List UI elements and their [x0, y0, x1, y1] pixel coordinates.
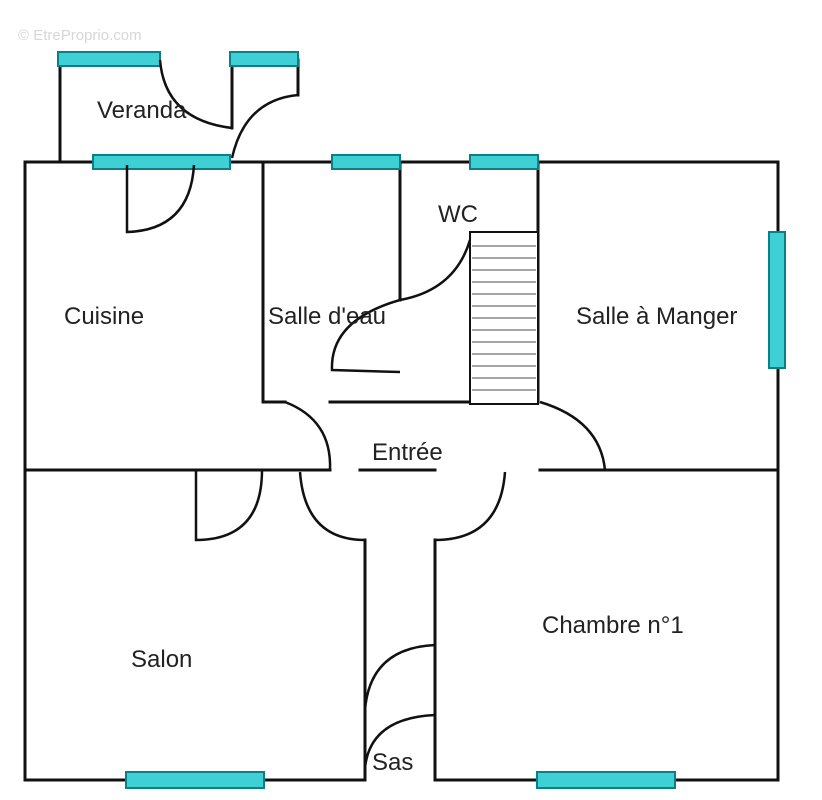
doors [125, 164, 607, 769]
window-salle-manger [768, 231, 786, 369]
room-label-cuisine: Cuisine [64, 303, 144, 330]
window-cuisine [92, 154, 231, 170]
room-label-entree: Entrée [372, 439, 443, 466]
room-label-wc: WC [438, 201, 478, 228]
room-label-sas: Sas [372, 749, 413, 776]
room-label-veranda: Veranda [97, 97, 187, 124]
room-label-salon: Salon [131, 646, 192, 673]
room-label-salle-manger: Salle à Manger [576, 303, 737, 330]
window-veranda-left [57, 51, 161, 67]
window-chambre [536, 771, 676, 789]
watermark: © EtreProprio.com [18, 27, 142, 44]
window-salle-eau [331, 154, 401, 170]
staircase [469, 231, 539, 405]
door-veranda-inner [158, 59, 233, 130]
window-salon [125, 771, 265, 789]
room-label-chambre: Chambre n°1 [542, 612, 684, 639]
room-label-salle-eau: Salle d'eau [268, 303, 386, 330]
window-veranda-right [229, 51, 299, 67]
window-wc [469, 154, 539, 170]
door-veranda-outer [230, 93, 299, 159]
